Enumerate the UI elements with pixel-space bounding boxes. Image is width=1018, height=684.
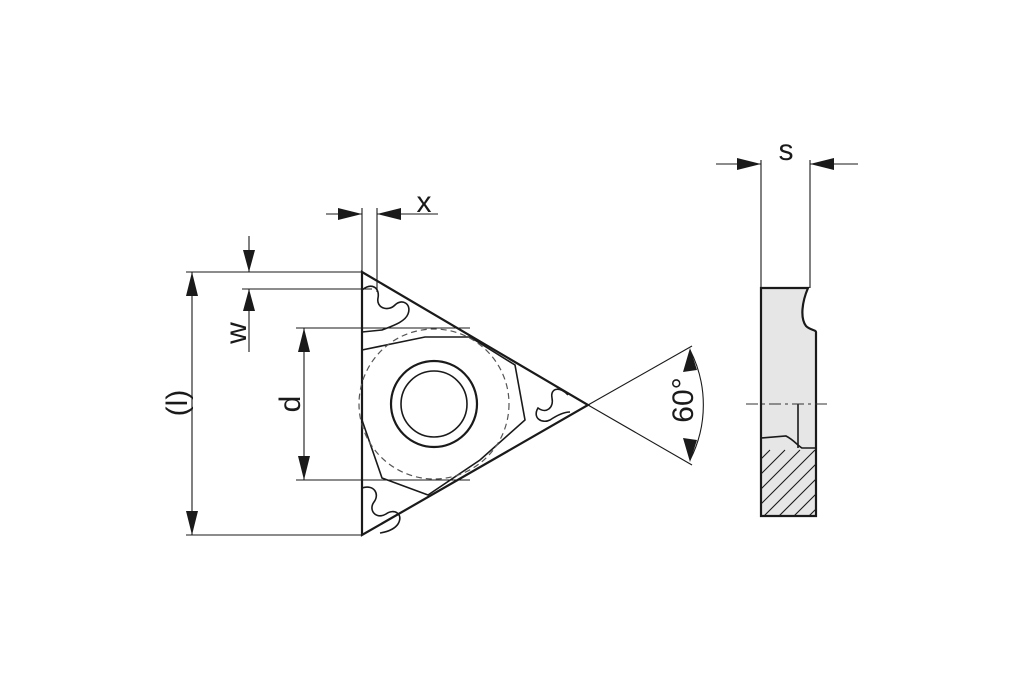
dimension-s: s <box>716 134 858 288</box>
section-hatching <box>761 449 816 516</box>
arrow-d-top <box>298 328 310 352</box>
arrow-x-left <box>338 208 362 220</box>
relief-bottom <box>361 486 401 534</box>
dimension-w: w <box>220 236 372 352</box>
angle-arc <box>689 349 704 461</box>
arrow-w-bottom <box>243 289 255 311</box>
relief-top <box>361 285 410 333</box>
inscribed-circle <box>358 328 510 480</box>
relief-right <box>535 388 571 423</box>
arrow-l-bottom <box>186 511 198 535</box>
arrow-w-top <box>243 250 255 272</box>
dimension-angle: 60° <box>587 345 704 466</box>
arrow-s-left <box>737 158 761 170</box>
label-angle: 60° <box>667 377 700 422</box>
label-d: d <box>274 396 307 413</box>
label-x: x <box>417 186 432 219</box>
dimension-l: (l) <box>161 271 362 536</box>
dimension-d: d <box>274 327 470 481</box>
arrow-l-top <box>186 272 198 296</box>
insert-front-view <box>358 270 591 537</box>
arrow-angle-top <box>683 348 697 372</box>
arrow-s-right <box>810 158 834 170</box>
dimension-x: x <box>326 186 438 292</box>
side-body <box>759 286 818 518</box>
label-w: w <box>220 322 253 345</box>
label-l: (l) <box>161 390 194 417</box>
arrow-d-bottom <box>298 456 310 480</box>
center-hole-outer <box>389 359 479 449</box>
chipbreaker-contour <box>361 336 526 496</box>
insert-side-view <box>746 286 830 518</box>
arrow-x-right <box>377 208 401 220</box>
center-hole-inner <box>400 370 468 438</box>
section-boundary <box>760 435 816 449</box>
arrow-angle-bottom <box>683 438 697 462</box>
insert-outline <box>360 270 591 537</box>
label-s: s <box>779 134 794 167</box>
